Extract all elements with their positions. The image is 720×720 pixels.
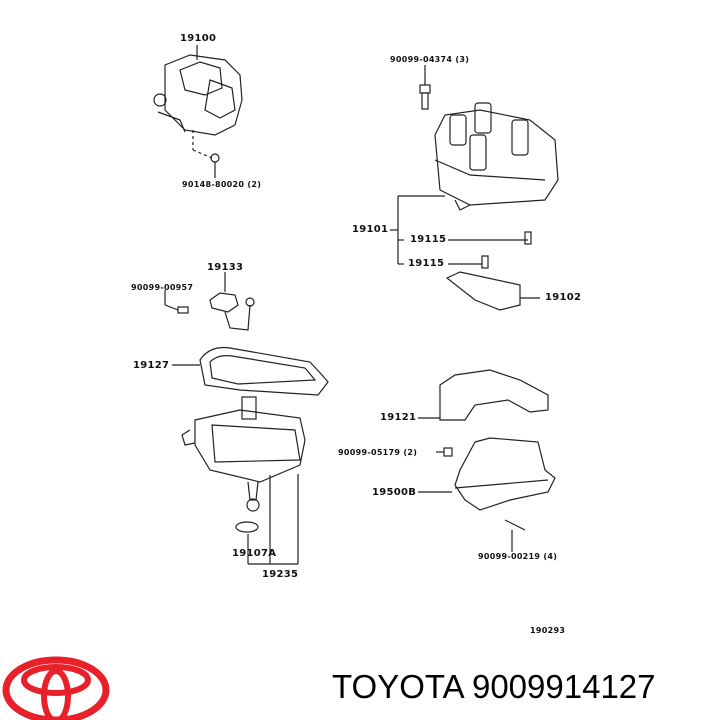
rotor-drawing [445, 271, 540, 311]
part-label-19133: 19133 [207, 262, 244, 273]
igniter-drawing [418, 437, 556, 552]
part-label-19500B: 19500B [372, 487, 417, 498]
distributor-housing-drawing [181, 396, 306, 565]
condenser-drawing [164, 272, 255, 331]
part-label-19235: 19235 [262, 569, 299, 580]
part-label-19101: 19101 [352, 224, 389, 235]
part-label-19115-lower: 19115 [408, 258, 445, 269]
part-label-90099-04374: 90099-04374 (3) [390, 55, 470, 64]
part-label-19121: 19121 [380, 412, 417, 423]
screw-drawing [419, 65, 431, 110]
part-label-19107A: 19107A [232, 548, 277, 559]
dust-cover-drawing [418, 369, 549, 421]
part-number-title: TOYOTA 9009914127 [332, 668, 656, 705]
part-label-90099-00957: 90099-00957 [131, 283, 194, 292]
diagram-reference-number: 190293 [530, 626, 566, 635]
part-label-19102: 19102 [545, 292, 582, 303]
part-label-90148-80020: 90148-80020 (2) [182, 180, 262, 189]
toyota-logo-icon [2, 656, 110, 720]
part-label-19127: 19127 [133, 360, 170, 371]
distributor-assembly-drawing [153, 45, 243, 178]
part-label-19100: 19100 [180, 33, 217, 44]
gasket-drawing [172, 346, 329, 396]
part-label-90099-00219: 90099-00219 (4) [478, 552, 558, 561]
part-label-90099-05179: 90099-05179 (2) [338, 448, 418, 457]
part-label-19115-upper: 19115 [410, 234, 447, 245]
distributor-cap-drawing [390, 102, 559, 269]
